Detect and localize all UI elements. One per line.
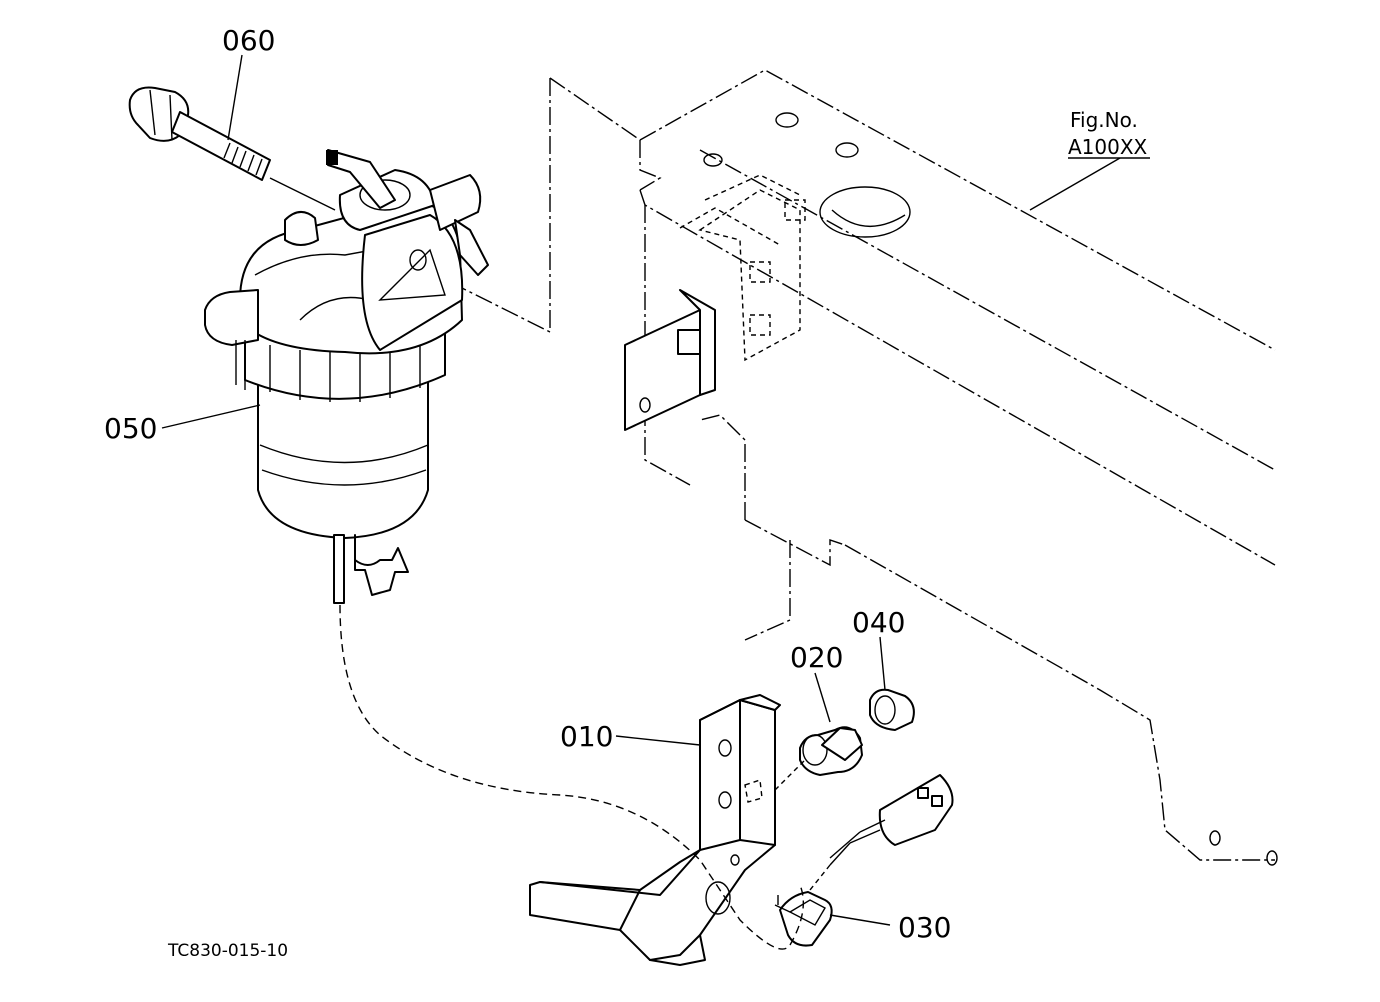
callout-010: 010: [560, 720, 613, 753]
figure-ref-label: Fig.No.: [1070, 108, 1138, 132]
figure-ref-number: A100XX: [1068, 135, 1148, 159]
frame-outline: [449, 69, 1278, 866]
bracket-010: [529, 694, 781, 966]
callout-060: 060: [222, 24, 275, 57]
leader-lines: [161, 54, 1150, 926]
sensor-020: [774, 726, 863, 791]
harness-wire-path: [339, 604, 805, 950]
drawing-code: TC830-015-10: [167, 941, 288, 961]
clamp-030: [774, 891, 833, 947]
o-ring-040: [869, 688, 915, 731]
callout-020: 020: [790, 641, 843, 674]
callout-040: 040: [852, 606, 905, 639]
harness-connector: [809, 774, 954, 891]
fuel-filter-assembly: [204, 149, 489, 604]
callout-030: 030: [898, 911, 951, 944]
frame-plate-bracket: [624, 289, 716, 431]
callout-050: 050: [104, 412, 157, 445]
bolt-060: [128, 86, 336, 211]
